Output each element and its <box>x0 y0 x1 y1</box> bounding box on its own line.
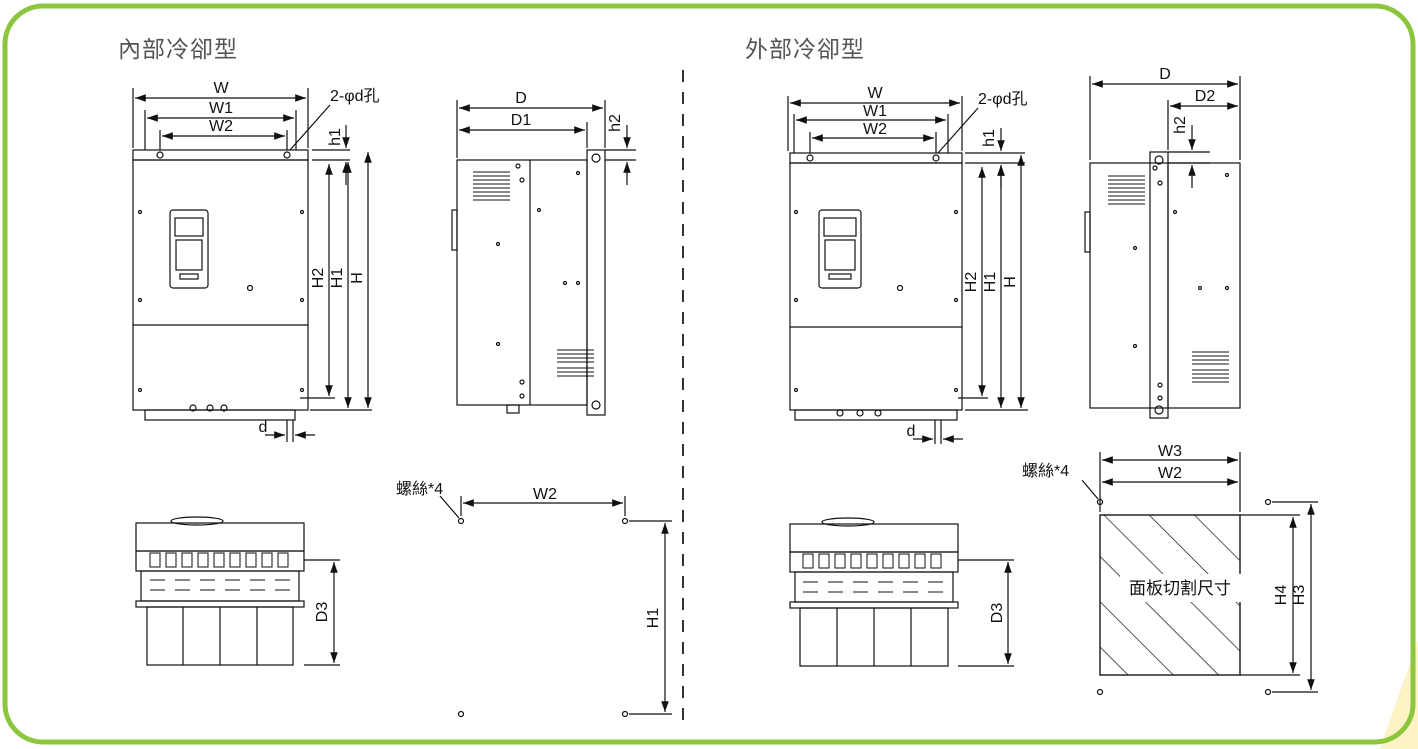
left-section-title: 內部冷卻型 <box>118 37 238 63</box>
label-w2: W2 <box>863 121 887 138</box>
label-h: H <box>1002 276 1019 288</box>
label-h2: H2 <box>310 268 327 289</box>
label-h1: H1 <box>329 268 346 289</box>
label-side-d: D <box>515 90 527 107</box>
right-front-view <box>787 96 1028 444</box>
left-front-view <box>132 88 372 442</box>
label-mount-w2: W2 <box>533 486 557 503</box>
right-bottom-view <box>789 517 1014 667</box>
label-cutout: 面板切割尺寸 <box>1129 579 1231 598</box>
label-d3: D3 <box>989 603 1006 624</box>
label-d: d <box>259 419 268 436</box>
label-hole: 2-φd孔 <box>978 90 1028 108</box>
label-cut-w3: W3 <box>1158 443 1182 460</box>
label-cut-w2: W2 <box>1158 465 1182 482</box>
label-h1: H1 <box>982 272 999 293</box>
label-d: d <box>907 423 916 440</box>
label-side-h2: h2 <box>607 114 624 132</box>
label-d3: D3 <box>314 602 331 623</box>
label-cut-h4: H4 <box>1273 585 1290 606</box>
label-side-d2: D2 <box>1195 88 1216 105</box>
label-h: H <box>349 272 366 284</box>
label-hole: 2-φd孔 <box>330 87 380 105</box>
label-mount-h1: H1 <box>645 608 662 629</box>
label-h1-top: h1 <box>327 128 344 146</box>
label-cut-h3: H3 <box>1291 585 1308 606</box>
label-screw: 螺絲*4 <box>396 480 443 498</box>
label-side-h2: h2 <box>1172 116 1189 134</box>
label-h2: H2 <box>963 272 980 293</box>
label-side-d: D <box>1159 66 1171 83</box>
left-mount-holes <box>439 495 672 718</box>
label-w: W <box>867 85 883 102</box>
label-side-d1: D1 <box>511 112 532 129</box>
left-side-view <box>451 100 636 416</box>
left-bottom-view <box>135 516 340 666</box>
label-screw: 螺絲*4 <box>1022 462 1069 480</box>
label-w: W <box>213 80 229 97</box>
right-side-view <box>1084 76 1241 419</box>
label-h1-top: h1 <box>981 129 998 147</box>
panel-cutout <box>1081 452 1318 696</box>
outer-border <box>2 3 1416 745</box>
right-section-title: 外部冷卻型 <box>745 37 865 63</box>
label-w1: W1 <box>863 103 887 120</box>
label-w1: W1 <box>209 100 233 117</box>
label-w2: W2 <box>209 118 233 135</box>
